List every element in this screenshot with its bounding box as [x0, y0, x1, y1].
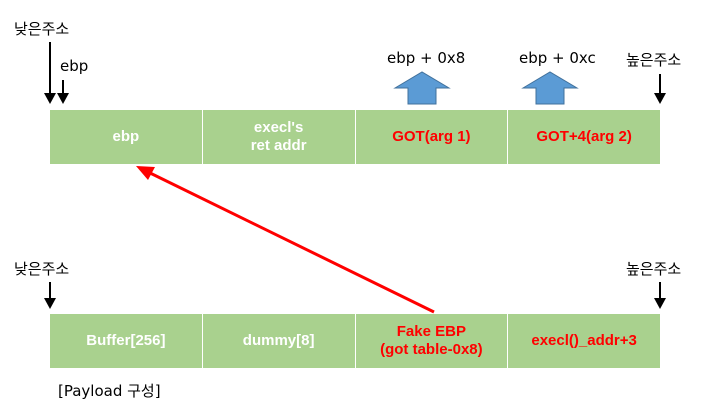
stack-cell-got-arg1: GOT(arg 1) — [355, 110, 509, 164]
payload-cell-buffer: Buffer[256] — [50, 314, 203, 368]
stack-cell-got-arg2-label: GOT+4(arg 2) — [536, 128, 632, 145]
offset-c-up-arrow-icon — [521, 71, 579, 105]
payload-cell-fake-ebp: Fake EBP (got table-0x8) — [355, 314, 509, 368]
top-low-address-label: 낮은주소 — [14, 20, 70, 38]
stack-cell-execl-ret: execl's ret addr — [202, 110, 356, 164]
payload-cell-execl-addr: execl()_addr+3 — [508, 314, 660, 368]
stack-layout-row: ebp execl's ret addr GOT(arg 1) GOT+4(ar… — [50, 110, 660, 164]
bottom-low-address-down-arrow-icon — [44, 282, 56, 309]
stack-cell-ebp-label: ebp — [112, 128, 140, 145]
top-ebp-marker-label: ebp — [60, 57, 89, 75]
stack-cell-got-arg1-label: GOT(arg 1) — [392, 128, 471, 145]
payload-row: Buffer[256] dummy[8] Fake EBP (got table… — [50, 314, 660, 368]
bottom-high-address-label: 높은주소 — [626, 260, 682, 278]
offset-8-up-arrow-icon — [393, 71, 451, 105]
offset-c-label: ebp + 0xc — [519, 49, 596, 67]
stack-cell-ebp: ebp — [50, 110, 203, 164]
payload-cell-dummy: dummy[8] — [202, 314, 356, 368]
stack-cell-execl-ret-line1: execl's — [253, 119, 304, 136]
top-high-address-label: 높은주소 — [626, 51, 682, 69]
fake-ebp-pointer-arrow-icon — [136, 166, 435, 314]
top-high-address-down-arrow-icon — [654, 74, 666, 104]
payload-cell-buffer-label: Buffer[256] — [86, 332, 166, 349]
bottom-low-address-label: 낮은주소 — [14, 260, 70, 278]
payload-caption: [Payload 구성] — [58, 382, 161, 400]
payload-cell-fake-ebp-line1: Fake EBP — [396, 323, 466, 340]
offset-8-label: ebp + 0x8 — [387, 49, 466, 67]
payload-cell-dummy-label: dummy[8] — [242, 332, 315, 349]
payload-cell-execl-addr-label: execl()_addr+3 — [531, 332, 637, 349]
bottom-high-address-down-arrow-icon — [654, 282, 666, 309]
payload-cell-fake-ebp-line2: (got table-0x8) — [380, 341, 483, 358]
ebp-down-arrow-icon — [57, 80, 69, 104]
top-low-address-down-arrow-icon — [44, 42, 56, 104]
stack-cell-got-arg2: GOT+4(arg 2) — [508, 110, 660, 164]
stack-cell-execl-ret-line2: ret addr — [250, 137, 307, 154]
